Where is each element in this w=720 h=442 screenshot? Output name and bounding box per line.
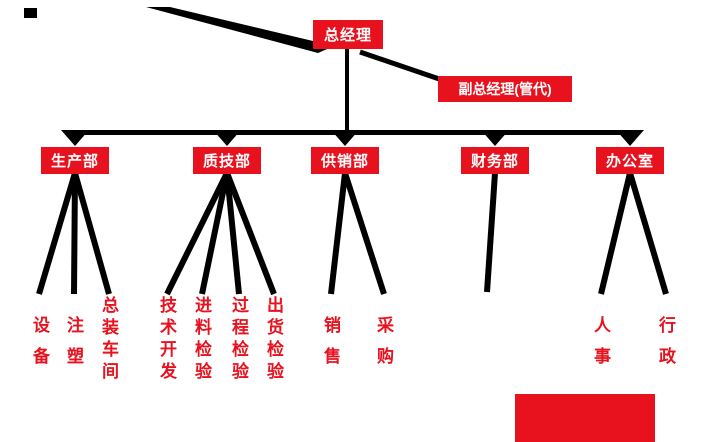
node-dept-quality-tech: 质技部 [193,147,261,174]
node-incoming-inspection: 进料检验 [192,296,211,384]
node-dept-finance: 财务部 [461,147,529,174]
node-hr: 人事 [591,316,610,378]
deputy-connector [359,49,449,85]
node-assembly-workshop: 总装车间 [99,296,118,384]
production-fan-lines [36,172,112,295]
node-process-inspection: 过程检验 [229,296,248,384]
node-injection-molding: 注塑 [64,316,83,378]
node-equipment: 设备 [30,316,49,378]
node-dept-supply-sales: 供销部 [311,147,379,174]
node-tech-development: 技术开发 [157,296,176,384]
node-outgoing-inspection: 出货检验 [264,296,283,384]
node-admin: 行政 [656,316,675,378]
trunk-line [345,47,349,134]
department-arrows [61,130,644,146]
node-dept-production: 生产部 [41,147,109,174]
finance-drop-line [484,172,498,293]
quality-tech-fan-lines [164,171,277,296]
supply-sales-fan-lines [328,172,387,295]
artifact-diagonal [146,7,334,53]
artifact-mark [24,8,37,18]
node-sales: 销售 [321,316,340,378]
office-fan-lines [598,172,669,295]
node-general-manager: 总经理 [313,20,383,49]
node-dept-office: 办公室 [596,147,664,174]
node-procurement: 采购 [374,316,393,378]
node-deputy-general-manager: 副总经理(管代) [438,76,572,102]
bottom-right-red-block [515,394,655,442]
